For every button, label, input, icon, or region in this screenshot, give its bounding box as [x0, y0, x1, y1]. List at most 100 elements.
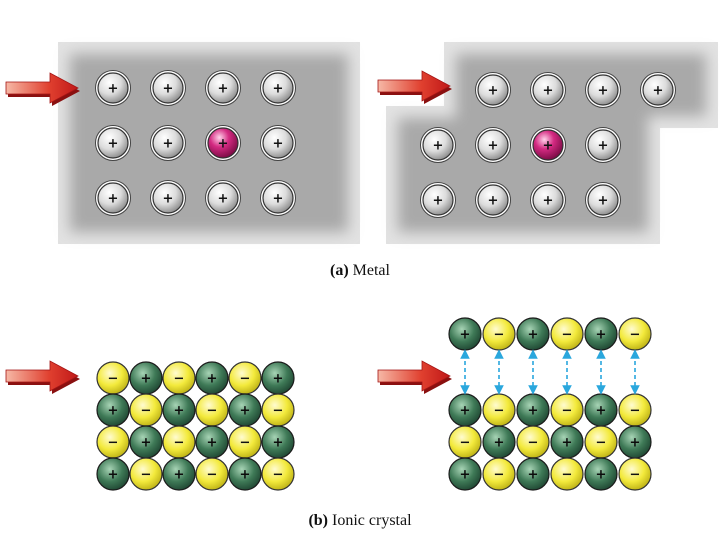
charge-sign: −	[494, 328, 505, 343]
metal-ion: +	[150, 180, 186, 216]
metal-ion: +	[420, 127, 456, 163]
anion-sphere: −	[482, 393, 516, 427]
metal-ion: +	[585, 72, 621, 108]
charge-sign: +	[174, 468, 185, 483]
anion-sphere: −	[162, 361, 196, 395]
charge-sign: +	[174, 404, 185, 419]
charge-sign: −	[630, 468, 641, 483]
charge-sign: −	[174, 372, 185, 387]
charge-sign: +	[528, 328, 539, 343]
metal-ion: +	[585, 127, 621, 163]
charge-sign: +	[108, 137, 119, 152]
metal-before-lattice: ++++++++++++	[95, 70, 296, 216]
metal-ion: +	[475, 182, 511, 218]
force-arrow	[5, 360, 80, 394]
metal-ion: +	[150, 125, 186, 161]
charge-sign: +	[598, 139, 609, 154]
highlighted-ion: +	[530, 127, 566, 163]
anion-sphere: −	[162, 425, 196, 459]
metal-ion: +	[475, 127, 511, 163]
charge-sign: +	[488, 194, 499, 209]
anion-sphere: −	[482, 317, 516, 351]
anion-sphere: −	[261, 393, 295, 427]
metal-ion: +	[640, 72, 676, 108]
anion-sphere: −	[129, 457, 163, 491]
metal-ion: +	[205, 70, 241, 106]
metal-ion: +	[150, 70, 186, 106]
cation-sphere: +	[448, 317, 482, 351]
anion-sphere: −	[261, 457, 295, 491]
charge-sign: −	[141, 404, 152, 419]
charge-sign: +	[240, 404, 251, 419]
charge-sign: −	[174, 436, 185, 451]
applied-force-arrows	[5, 70, 452, 394]
cation-sphere: +	[162, 457, 196, 491]
anion-sphere: −	[96, 425, 130, 459]
metal-ion: +	[260, 180, 296, 216]
cation-sphere: +	[516, 457, 550, 491]
charge-sign: +	[433, 194, 444, 209]
charge-sign: +	[273, 436, 284, 451]
anion-sphere: −	[96, 361, 130, 395]
repulsion-arrows	[460, 349, 640, 395]
charge-sign: +	[141, 372, 152, 387]
charge-sign: −	[630, 328, 641, 343]
charge-sign: −	[141, 468, 152, 483]
charge-sign: −	[528, 436, 539, 451]
caption-metal-text: Metal	[348, 262, 390, 279]
charge-sign: +	[163, 137, 174, 152]
charge-sign: −	[460, 436, 471, 451]
anion-sphere: −	[618, 393, 652, 427]
anion-sphere: −	[516, 425, 550, 459]
charge-sign: −	[494, 468, 505, 483]
caption-ionic-crystal: (b) Ionic crystal	[0, 512, 720, 530]
cation-sphere: +	[516, 393, 550, 427]
charge-sign: −	[562, 328, 573, 343]
charge-sign: −	[596, 436, 607, 451]
charge-sign: +	[218, 137, 229, 152]
charge-sign: +	[273, 372, 284, 387]
metal-ion: +	[95, 180, 131, 216]
charge-sign: +	[218, 82, 229, 97]
cation-sphere: +	[195, 425, 229, 459]
charge-sign: +	[108, 82, 119, 97]
charge-sign: +	[207, 436, 218, 451]
charge-sign: +	[488, 139, 499, 154]
force-arrow	[5, 72, 80, 106]
charge-sign: +	[460, 468, 471, 483]
caption-ionic-text: Ionic crystal	[328, 512, 412, 529]
charge-sign: +	[653, 84, 664, 99]
charge-sign: +	[543, 84, 554, 99]
anion-sphere: −	[228, 361, 262, 395]
cation-sphere: +	[195, 361, 229, 395]
charge-sign: −	[562, 468, 573, 483]
metal-ion: +	[475, 72, 511, 108]
anion-sphere: −	[129, 393, 163, 427]
charge-sign: +	[273, 137, 284, 152]
cation-sphere: +	[162, 393, 196, 427]
force-arrow	[377, 70, 452, 104]
charge-sign: −	[108, 436, 119, 451]
charge-sign: +	[543, 139, 554, 154]
charge-sign: +	[163, 82, 174, 97]
metal-ion: +	[95, 125, 131, 161]
cation-sphere: +	[618, 425, 652, 459]
charge-sign: +	[488, 84, 499, 99]
metal-after-lattice: + + + + + + + + + + + +	[420, 72, 676, 218]
charge-sign: +	[273, 192, 284, 207]
charge-sign: +	[460, 404, 471, 419]
anion-sphere: −	[550, 457, 584, 491]
metal-ion: +	[585, 182, 621, 218]
charge-sign: −	[240, 372, 251, 387]
charge-sign: +	[562, 436, 573, 451]
cation-sphere: +	[96, 393, 130, 427]
ionic-before-lattice: −+−+−++−+−+−−+−+−++−+−+−	[96, 361, 295, 491]
charge-sign: +	[108, 404, 119, 419]
charge-sign: +	[598, 84, 609, 99]
caption-metal: (a) Metal	[0, 262, 720, 280]
cation-sphere: +	[550, 425, 584, 459]
metal-ion: +	[530, 182, 566, 218]
cation-sphere: +	[228, 393, 262, 427]
charge-sign: +	[528, 404, 539, 419]
